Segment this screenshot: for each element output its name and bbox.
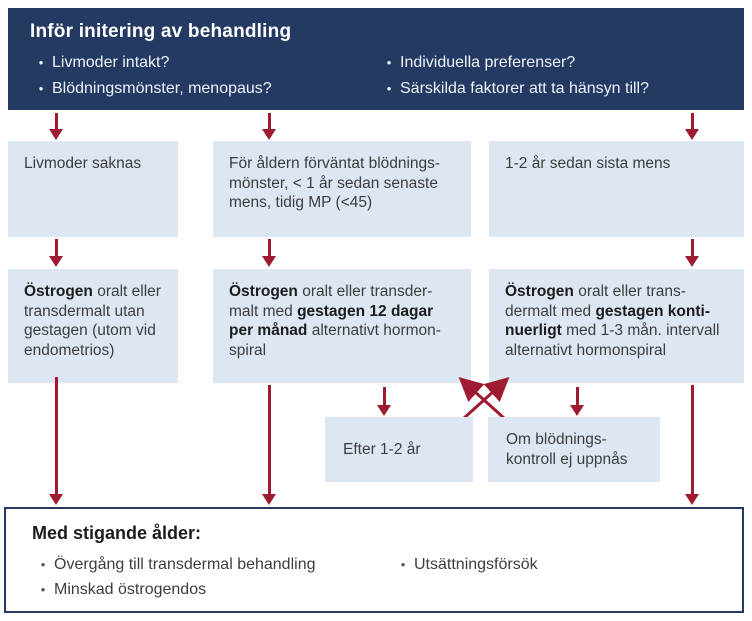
header-bullet-label: Särskilda faktorer att ta hänsyn till? <box>400 80 650 97</box>
header-bullet-item: • Blödningsmönster, menopaus? <box>30 76 378 102</box>
flow-arrow-down-icon <box>685 239 699 267</box>
box-ostrogen-utan-gestagen: Östrogen oralt eller transdermalt utan g… <box>8 269 178 383</box>
header-bullet-columns: • Livmoder intakt? • Blödningsmönster, m… <box>30 50 722 102</box>
header-bullets-left: • Livmoder intakt? • Blödningsmönster, m… <box>30 50 378 102</box>
header-bullet-label: Blödningsmönster, menopaus? <box>52 80 272 97</box>
flow-arrow-down-icon <box>49 377 63 505</box>
bullet-icon: • <box>40 582 46 597</box>
bullet-icon: • <box>40 557 46 572</box>
footer-bullet-item: • Utsättningsförsök <box>392 552 538 577</box>
flow-arrow-down-icon <box>377 387 391 416</box>
box-1-2-ar-sedan-sista-mens: 1-2 år sedan sista mens <box>489 141 744 237</box>
footer-bullet-label: Minskad östrogendos <box>54 581 207 598</box>
box-ostrogen-gestagen-sekventiellt: Östrogen oralt eller transder-malt med g… <box>213 269 471 383</box>
footer-bullet-item: • Minskad östrogendos <box>32 577 392 602</box>
flow-arrow-down-icon <box>685 113 699 140</box>
flow-arrow-down-icon <box>49 113 63 140</box>
footer-bullet-item: • Övergång till transdermal behandling <box>32 552 392 577</box>
flow-arrow-down-icon <box>262 113 276 140</box>
flow-arrow-down-icon <box>262 385 276 505</box>
box-ostrogen-gestagen-kontinuerligt: Östrogen oralt eller trans-dermalt med g… <box>489 269 744 383</box>
footer-bullet-columns: • Övergång till transdermal behandling •… <box>32 552 716 602</box>
box-efter-1-2-ar: Efter 1-2 år <box>325 417 473 482</box>
bullet-icon: • <box>38 55 44 70</box>
header-bullet-item: • Individuella preferenser? <box>378 50 649 76</box>
box-forvantat-blodningsmonster: För åldern förväntat blödnings-mönster, … <box>213 141 471 237</box>
footer-bullets-left: • Övergång till transdermal behandling •… <box>32 552 392 602</box>
footer-title: Med stigande ålder: <box>32 523 202 543</box>
footer-bullet-label: Utsättningsförsök <box>414 556 538 573</box>
header-bullet-label: Individuella preferenser? <box>400 54 576 71</box>
header-bullet-item: • Särskilda faktorer att ta hänsyn till? <box>378 76 649 102</box>
header-banner: Inför initering av behandling • Livmoder… <box>8 8 744 110</box>
footer-box: Med stigande ålder: • Övergång till tran… <box>4 507 744 613</box>
box-om-blodningskontroll: Om blödnings-kontroll ej uppnås <box>488 417 660 482</box>
footer-bullet-label: Övergång till transdermal behandling <box>54 556 316 573</box>
bullet-icon: • <box>38 81 44 96</box>
header-bullet-item: • Livmoder intakt? <box>30 50 378 76</box>
crossing-arrows-icon <box>458 376 510 421</box>
flow-arrow-down-icon <box>49 239 63 267</box>
flow-arrow-down-icon <box>570 387 584 416</box>
bullet-icon: • <box>400 557 406 572</box>
footer-bullets-right: • Utsättningsförsök <box>392 552 538 602</box>
flow-arrow-down-icon <box>685 385 699 505</box>
header-bullets-right: • Individuella preferenser? • Särskilda … <box>378 50 649 102</box>
header-bullet-label: Livmoder intakt? <box>52 54 170 71</box>
header-title: Inför initering av behandling <box>30 21 292 42</box>
box-livmoder-saknas: Livmoder saknas <box>8 141 178 237</box>
flow-arrow-down-icon <box>262 239 276 267</box>
bullet-icon: • <box>386 81 392 96</box>
bullet-icon: • <box>386 55 392 70</box>
